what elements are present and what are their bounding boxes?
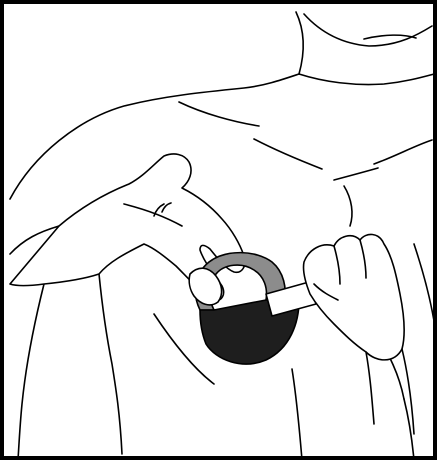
right-forearm [366, 352, 374, 424]
neck-left-outline [296, 12, 303, 74]
right-hand [303, 234, 404, 359]
neck-right-outline [304, 14, 432, 46]
clavicle-far-right [374, 140, 432, 164]
illustration-canvas [4, 4, 437, 460]
left-arm-inner [99, 274, 122, 454]
abdomen-line [292, 369, 302, 460]
clavicle-right [254, 139, 322, 169]
chest-contour [334, 168, 378, 180]
clavicle-left [179, 102, 259, 126]
trapezius-line [299, 74, 434, 85]
sternum-notch [344, 186, 352, 226]
right-torso-outline [414, 244, 436, 334]
left-arm-lower [18, 284, 44, 460]
